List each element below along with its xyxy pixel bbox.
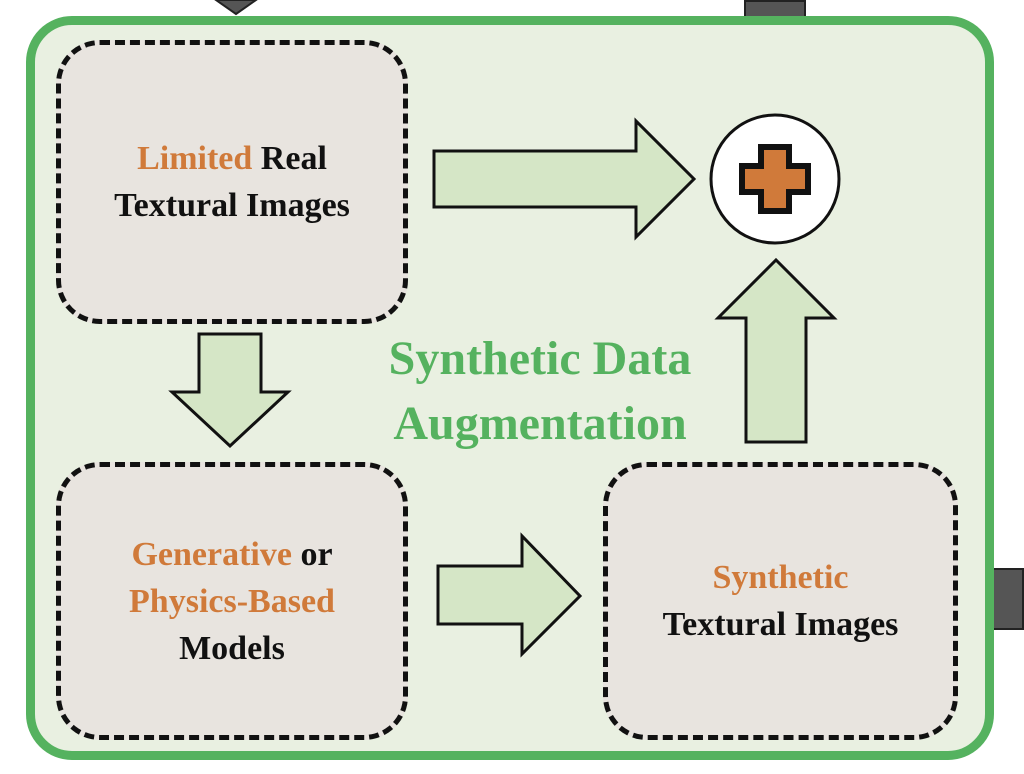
plus-circle-icon (709, 113, 841, 245)
synthetic-images-box: Synthetic Textural Images (603, 462, 958, 740)
physics-based-label: Physics-Based (129, 582, 335, 620)
arrow-generative-to-synthetic (436, 532, 583, 658)
real-label: Real (252, 140, 327, 177)
models-label: Models (179, 629, 285, 667)
title-line-1: Synthetic Data (388, 332, 692, 385)
arrow-real-to-combine (432, 117, 697, 241)
limited-label: Limited (137, 140, 253, 177)
limited-real-images-box: Limited Real Textural Images (56, 40, 408, 324)
textural-images-label: Textural Images (114, 187, 350, 224)
title-line-2: Augmentation (393, 397, 687, 450)
synthetic-label: Synthetic (712, 559, 849, 596)
synthetic-data-augmentation-title: Synthetic Data Augmentation (340, 326, 740, 456)
top-left-connector-arrowhead (214, 0, 258, 16)
or-label: or (291, 535, 333, 573)
generative-label: Generative (131, 535, 292, 573)
generative-models-box: Generative or Physics-Based Models (56, 462, 408, 740)
arrow-real-to-generative (168, 332, 292, 449)
arrow-synthetic-to-combine (714, 257, 838, 444)
synthetic-textural-images-label: Textural Images (662, 606, 899, 643)
